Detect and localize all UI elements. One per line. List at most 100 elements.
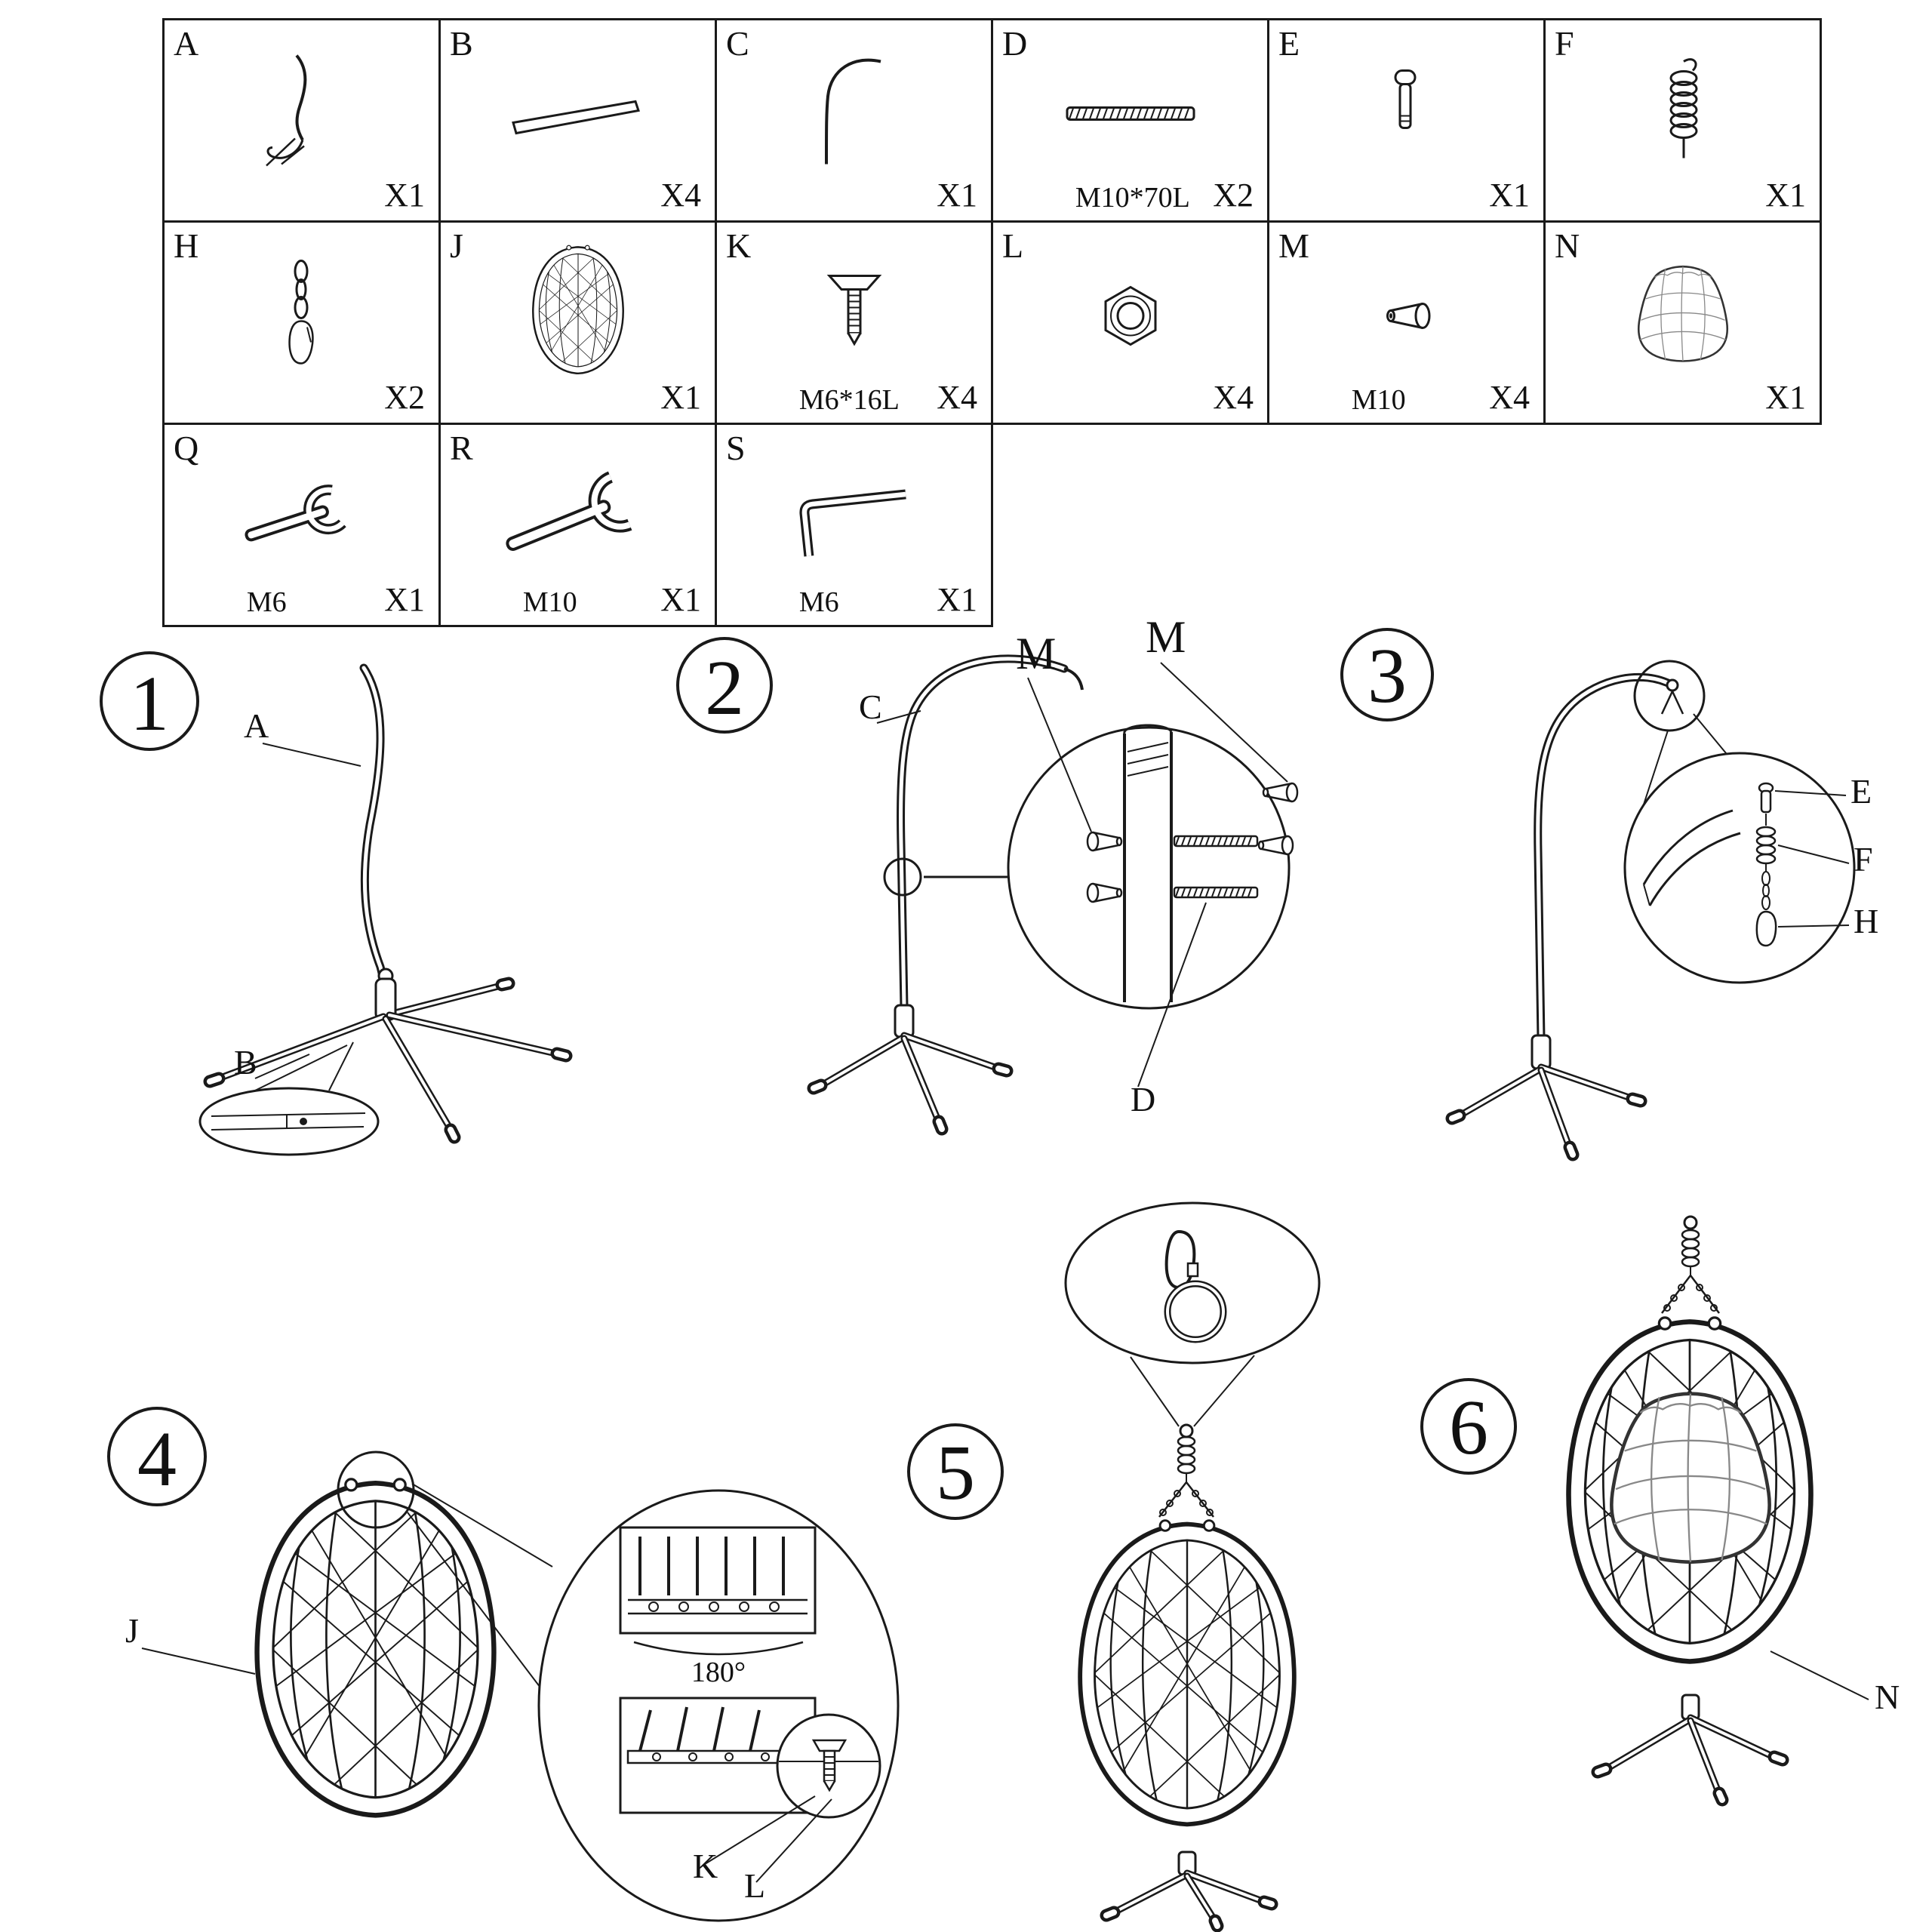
stand-base [1591,1694,1789,1807]
stand-base-assembly [203,663,573,1144]
part-qty: X4 [1489,379,1530,416]
part-qty: X1 [937,581,977,618]
part-cell-c: C X1 [715,18,993,223]
step3-diagram: 3 [1340,628,1878,1161]
wrench-m6-icon [215,454,389,586]
cone-nut-right-2 [1257,835,1294,856]
part-qty: X1 [937,177,977,214]
threaded-rod-d-2 [1173,886,1259,899]
egg-basket-icon [525,242,631,391]
label-part-j: J [125,1611,139,1650]
part-cell-j: J X1 [438,220,717,425]
cone-nut-left-1 [1086,831,1123,852]
part-id: Q [174,429,199,467]
c-pole-on-base [807,654,1084,1136]
hex-nut-icon [1066,251,1195,383]
part-cell-b: B X4 [438,18,717,223]
part-qty: X1 [1765,379,1806,416]
part-qty: X4 [1213,379,1254,416]
pin-bolt-e [1758,782,1774,814]
leader-a [262,743,361,767]
leader-c [876,710,921,724]
part-id: D [1002,24,1028,63]
leader-n [1770,1651,1869,1700]
detail-leader-1 [1693,713,1730,758]
label-part-m2: M [1146,612,1186,662]
part-spec: M6 [246,586,287,618]
step2-diagram: 2 [676,612,1299,1136]
detail-leader-2 [407,1512,546,1694]
part-qty: X4 [937,379,977,416]
step5-number-circle [907,1423,1004,1520]
empty-table-area [992,424,1821,626]
leader-b [254,1054,310,1079]
part-id: L [1002,226,1024,265]
hanging-hardware [1661,1215,1720,1314]
label-part-n: N [1875,1678,1900,1716]
part-qty: X1 [660,379,701,416]
cone-nut-right-1 [1262,782,1299,803]
step1-diagram: 1 A B [100,651,573,1156]
flat-screw-icon [790,251,918,383]
chain-icon [238,251,366,383]
leader-f [1777,844,1850,864]
pin-bolt-icon [1343,49,1471,181]
part-cell-m: M M10 X4 [1267,220,1546,425]
leader-m1 [1027,677,1092,832]
detail-leader-1 [1130,1356,1180,1427]
part-id: R [450,429,473,467]
curved-pole-icon [790,49,918,181]
label-part-f: F [1854,840,1873,878]
label-part-e: E [1850,772,1872,811]
step3-number: 3 [1367,632,1407,719]
leader-h [1777,924,1850,928]
crossbar-icon [495,69,661,164]
leader-j [141,1647,256,1675]
threaded-rod-icon [1048,69,1214,164]
label-part-k: K [693,1847,718,1885]
part-id: S [726,429,746,467]
part-qty: X4 [660,177,701,214]
leader-e [1774,790,1847,796]
part-id: H [174,226,199,265]
step1-number: 1 [130,660,169,747]
egg-basket-j [257,1479,494,1816]
angle-180: 180° [691,1657,746,1688]
detail-leader-2 [1193,1355,1255,1427]
part-id: F [1555,24,1574,63]
part-id: B [450,24,473,63]
part-cell-a: A X1 [162,18,441,223]
stand-base [1100,1850,1278,1932]
part-id: A [174,24,199,63]
step4-number: 4 [137,1416,177,1503]
part-spec: M10 [522,586,577,618]
threaded-rod-d-1 [1173,835,1259,848]
step3-detail-circle [1623,752,1856,984]
cone-nut-left-2 [1086,882,1123,903]
label-part-d: D [1131,1080,1155,1118]
part-cell-e: E X1 [1267,18,1546,223]
cushion-n [1611,1394,1769,1562]
leader-m2 [1160,662,1288,783]
hanging-hardware [1158,1423,1214,1518]
spring-icon [1619,49,1747,181]
allen-key-icon [771,462,937,579]
part-id: M [1278,226,1309,265]
step6-number-circle [1420,1378,1517,1475]
cushion-icon [1624,257,1741,378]
step1-inset-detail [198,1041,380,1156]
leader-l [755,1798,832,1883]
part-id: C [726,24,749,63]
part-cell-f: F X1 [1543,18,1822,223]
part-id: N [1555,226,1580,265]
part-cell-q: Q M6 X1 [162,423,441,627]
wrench-m10-icon [480,450,676,589]
part-qty: X1 [384,581,425,618]
part-cell-n: N X1 [1543,220,1822,425]
part-cell-l: L X4 [991,220,1269,425]
step4-number-circle [107,1407,207,1506]
step5-number: 5 [936,1429,975,1516]
label-part-c: C [859,688,882,726]
screw-detail-circle [776,1713,881,1819]
